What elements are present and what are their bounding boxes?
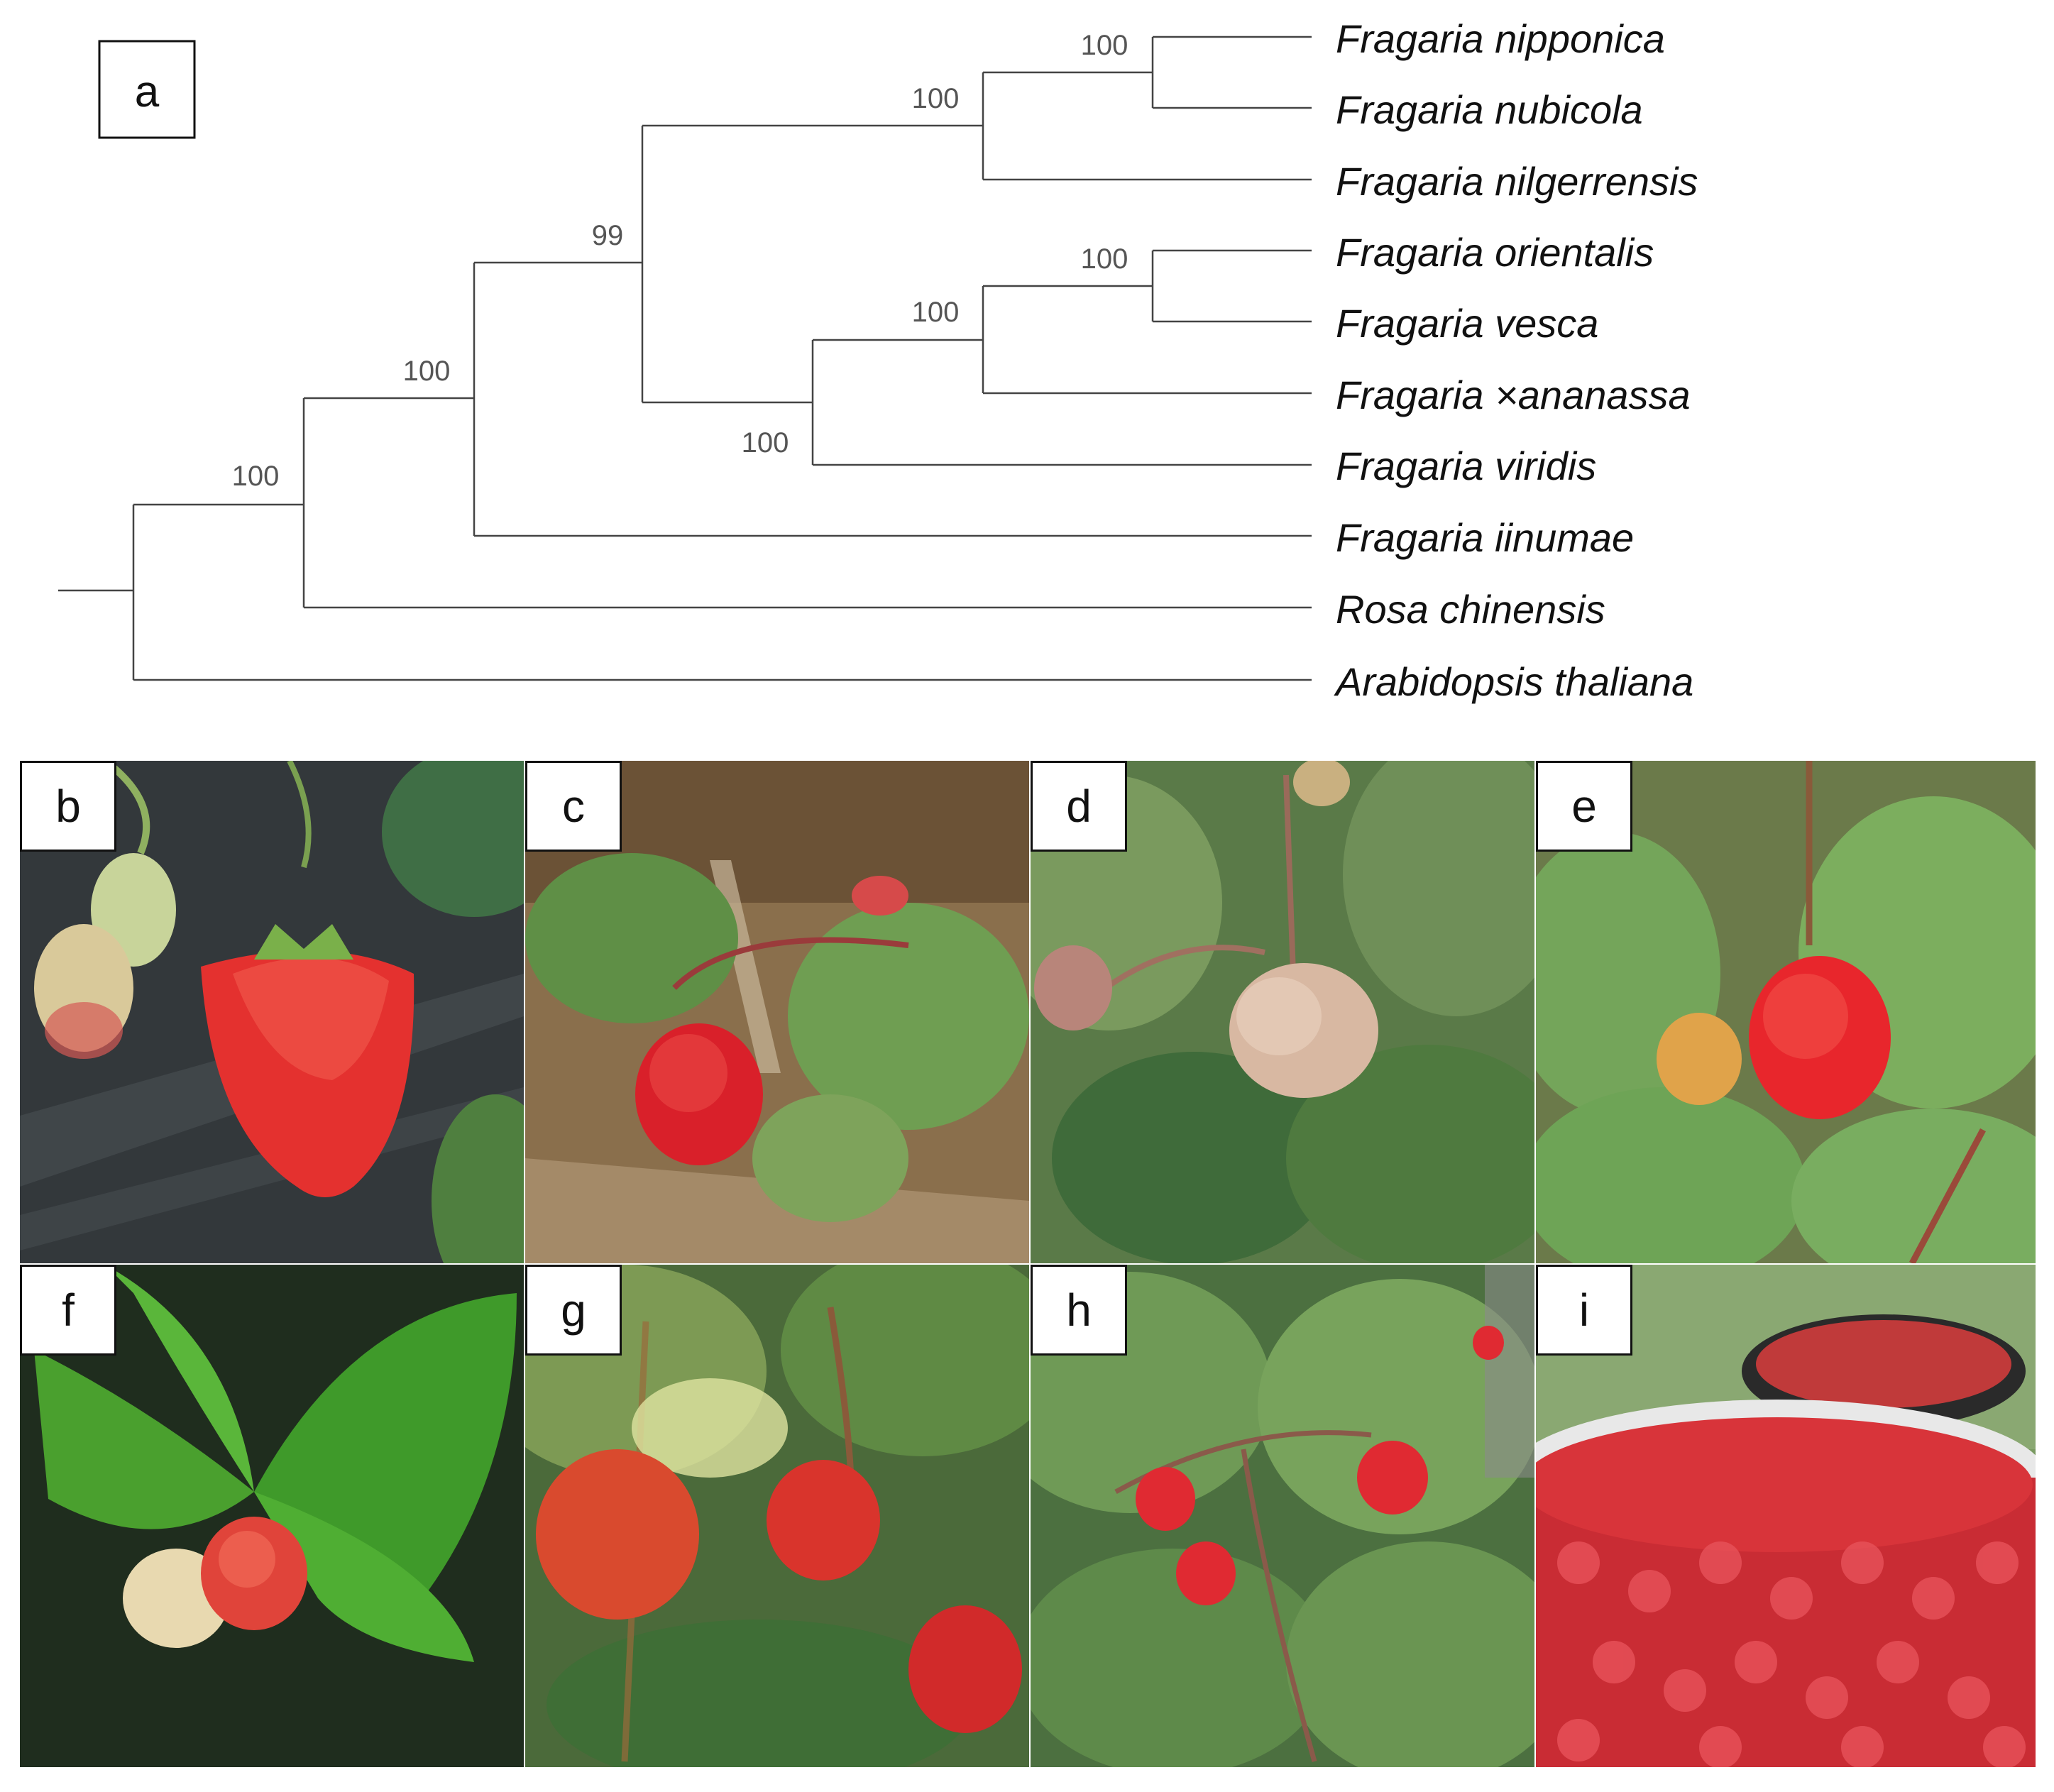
taxon-label: Fragaria orientalis [1336,230,1654,275]
tree-branches [58,35,1312,681]
photo-e-label: e [1536,761,1632,852]
bootstrap-ori-ves: 100 [1081,243,1128,275]
phylogenetic-tree: a 100 100 99 [58,16,1698,704]
bootstrap-core: 99 [592,220,624,251]
bootstrap-nip-nub: 100 [1081,30,1128,61]
taxon-label: Arabidopsis thaliana [1334,659,1693,704]
photo-c-wild-strawberry: c [525,761,1029,1263]
photo-d-label: d [1031,761,1127,852]
photo-g-wild-strawberry: g [525,1265,1029,1767]
bootstrap-upper: 100 [912,83,960,114]
photo-i-harvested-strawberries: i [1536,1265,2036,1767]
taxon-label: Fragaria ×ananassa [1336,373,1691,417]
photo-i-label: i [1536,1265,1632,1356]
taxon-label: Fragaria nubicola [1336,87,1643,132]
photo-b-label: b [20,761,116,852]
photo-f-label: f [20,1265,116,1356]
photo-f-wild-strawberry: f [20,1265,524,1767]
taxon-labels: Fragaria nipponica Fragaria nubicola Fra… [1334,16,1698,704]
taxon-label: Fragaria iinumae [1336,515,1634,560]
photo-b-cultivated-strawberry: b [20,761,524,1263]
photo-h-wild-strawberry: h [1031,1265,1534,1767]
taxon-label: Fragaria nipponica [1336,16,1665,61]
photo-g-label: g [525,1265,622,1356]
bootstrap-fragaria: 100 [403,356,451,387]
taxon-label: Fragaria nilgerrensis [1336,159,1698,204]
panel-a-tag [98,40,196,139]
photo-c-label: c [525,761,622,852]
photo-e-wild-strawberry: e [1536,761,2036,1263]
bootstrap-values: 100 100 99 100 100 100 100 100 [232,30,1128,492]
bootstrap-rosaceae: 100 [232,461,280,492]
taxon-label: Fragaria viridis [1336,444,1596,488]
photo-d-wild-strawberry: d [1031,761,1534,1263]
taxon-label: Rosa chinensis [1336,587,1605,632]
photo-h-label: h [1031,1265,1127,1356]
taxon-label: Fragaria vesca [1336,301,1598,346]
panel-a-label: a [135,67,160,116]
bootstrap-ves-group: 100 [912,297,960,328]
bootstrap-lower: 100 [742,427,789,458]
